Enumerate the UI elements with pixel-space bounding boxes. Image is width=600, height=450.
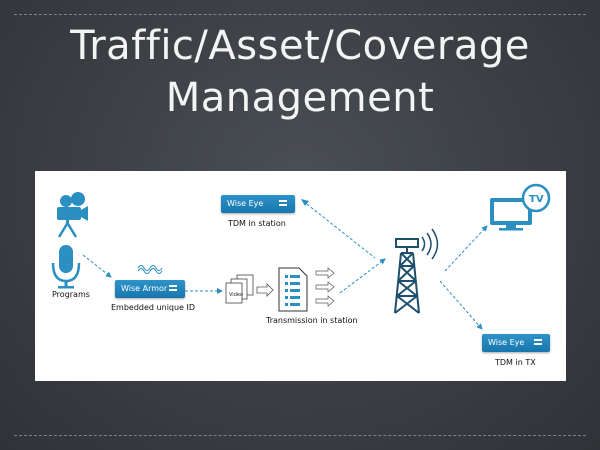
microphone-icon [51, 245, 81, 289]
wise-armor-label: Wise Armor [121, 284, 168, 293]
transmission-caption: Transmission in station [266, 316, 358, 325]
output-arrows [315, 267, 335, 307]
tower-to-tv-arrow [444, 225, 488, 272]
mux-to-tower-arrow [339, 258, 386, 294]
wise-eye-station-label: Wise Eye [227, 199, 264, 208]
eye-station-caption: TDM in station [228, 219, 286, 228]
device-port-icon [169, 285, 177, 287]
multiplexer-icon [278, 267, 308, 312]
broadcast-tower-icon [394, 228, 439, 314]
eye-tx-caption: TDM in TX [495, 358, 536, 367]
device-port-icon [279, 200, 287, 202]
video-document-icon [225, 274, 254, 304]
watermark-wave-icon [137, 265, 163, 274]
tv-badge-label: TV [529, 194, 544, 205]
arrow-icon [256, 283, 274, 297]
slide-top-border [14, 14, 586, 15]
slide-bottom-border [14, 435, 586, 436]
programs-label: Programs [52, 290, 90, 299]
wise-eye-station-device: Wise Eye [221, 195, 295, 213]
armor-caption: Embedded unique ID [111, 303, 196, 312]
device-port-icon [534, 339, 542, 341]
video-doc-label: Video [229, 292, 243, 298]
eye-arrowhead [301, 199, 309, 206]
diagram-canvas: Video [51, 183, 551, 330]
programs-to-armor-arrow [82, 254, 112, 278]
wise-armor-device: Wise Armor [115, 280, 185, 298]
tower-to-tx-arrow [439, 280, 483, 330]
wise-eye-tx-device: Wise Eye [482, 334, 550, 352]
slide-title-line1: Traffic/Asset/Coverage [70, 23, 530, 69]
slide-title-line2: Management [165, 75, 435, 121]
diagram-panel: Video [35, 171, 566, 381]
wise-eye-tx-label: Wise Eye [488, 338, 525, 347]
film-camera-icon [57, 192, 88, 238]
tv-icon [490, 183, 551, 231]
eye-to-tower-dash [302, 200, 376, 259]
